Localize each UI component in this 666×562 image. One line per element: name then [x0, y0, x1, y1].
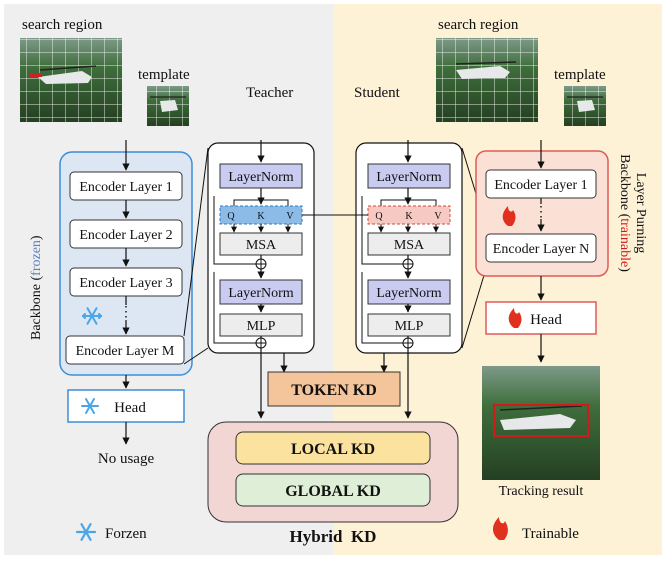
- svg-text:MLP: MLP: [395, 319, 424, 334]
- left-search-region-image: [20, 38, 122, 122]
- encoder-layer-m: Encoder Layer M: [65, 335, 185, 365]
- svg-text:K: K: [257, 211, 265, 222]
- svg-text:Encoder Layer 3: Encoder Layer 3: [79, 276, 172, 291]
- teacher-add-1: [255, 258, 267, 270]
- trainable-legend-label: Trainable: [522, 526, 579, 542]
- teacher-add-2: [255, 337, 267, 349]
- student-add-1: [402, 258, 414, 270]
- svg-text:Encoder Layer 1: Encoder Layer 1: [494, 178, 587, 193]
- snowflake-icon: [75, 523, 97, 541]
- student-mlp: MLP: [367, 313, 451, 337]
- frozen-legend-label: Forzen: [105, 526, 147, 542]
- svg-text:LayerNorm: LayerNorm: [228, 286, 293, 301]
- student-qkv: Q K V: [367, 205, 451, 225]
- svg-text:K: K: [405, 211, 413, 222]
- encoder-layer-first: Encoder Layer 1: [485, 169, 597, 199]
- student-layernorm-2: LayerNorm: [367, 279, 451, 305]
- teacher-label: Teacher: [246, 85, 293, 101]
- flame-icon: [492, 517, 508, 540]
- teacher-msa: MSA: [219, 232, 303, 256]
- svg-text:Q: Q: [375, 211, 383, 222]
- svg-text:V: V: [434, 211, 442, 222]
- svg-text:V: V: [286, 211, 294, 222]
- snowflake-icon: [81, 398, 99, 414]
- teacher-qkv: Q K V: [219, 205, 303, 225]
- snowflake-icon: [82, 307, 102, 325]
- student-msa: MSA: [367, 232, 451, 256]
- left-ellipsis: ⋮: [119, 305, 133, 320]
- flame-icon: [502, 206, 516, 226]
- encoder-layer-3: Encoder Layer 3: [69, 267, 183, 297]
- student-layernorm-1: LayerNorm: [367, 163, 451, 189]
- tracking-result-label: Tracking result: [499, 484, 584, 499]
- global-kd-box: GLOBAL KD: [235, 473, 431, 507]
- svg-text:LOCAL KD: LOCAL KD: [291, 441, 375, 458]
- right-ellipsis: ⋮: [534, 205, 548, 220]
- right-template-image: [564, 86, 606, 126]
- left-search-region-label: search region: [22, 17, 103, 33]
- local-kd-box: LOCAL KD: [235, 431, 431, 465]
- svg-text:Head: Head: [530, 312, 562, 328]
- svg-text:MSA: MSA: [394, 238, 425, 253]
- no-usage-label: No usage: [98, 451, 155, 467]
- right-search-region-image: [436, 38, 538, 122]
- tracking-result-image: [482, 366, 600, 480]
- left-template-label: template: [138, 67, 190, 83]
- teacher-layernorm-2: LayerNorm: [219, 279, 303, 305]
- svg-text:LayerNorm: LayerNorm: [376, 286, 441, 301]
- svg-text:LayerNorm: LayerNorm: [376, 170, 441, 185]
- svg-text:LayerNorm: LayerNorm: [228, 170, 293, 185]
- right-search-region-label: search region: [438, 17, 519, 33]
- token-kd-box: TOKEN KD: [267, 371, 401, 407]
- hybrid-kd-label: Hybrid KD: [290, 527, 377, 546]
- teacher-mlp: MLP: [219, 313, 303, 337]
- svg-text:Q: Q: [227, 211, 235, 222]
- svg-text:Encoder Layer N: Encoder Layer N: [493, 242, 589, 257]
- right-backbone-label-line2: Backbone (trainable): [617, 154, 632, 272]
- encoder-layer-1: Encoder Layer 1: [69, 171, 183, 201]
- svg-text:Encoder Layer M: Encoder Layer M: [76, 344, 175, 359]
- teacher-layernorm-1: LayerNorm: [219, 163, 303, 189]
- svg-text:Encoder Layer 1: Encoder Layer 1: [79, 180, 172, 195]
- right-head: Head: [485, 301, 597, 335]
- svg-text:TOKEN KD: TOKEN KD: [291, 382, 377, 399]
- right-template-label: template: [554, 67, 606, 83]
- encoder-layer-2: Encoder Layer 2: [69, 219, 183, 249]
- svg-text:MSA: MSA: [246, 238, 277, 253]
- student-label: Student: [354, 85, 401, 101]
- left-template-image: [147, 86, 189, 126]
- student-add-2: [402, 337, 414, 349]
- svg-text:Head: Head: [114, 400, 146, 416]
- encoder-layer-n: Encoder Layer N: [485, 233, 597, 263]
- left-backbone-label: Backbone (frozen): [29, 235, 44, 340]
- svg-text:GLOBAL KD: GLOBAL KD: [285, 483, 381, 500]
- svg-text:MLP: MLP: [247, 319, 276, 334]
- right-backbone-label-line1: Layer Purning: [633, 173, 648, 253]
- left-head: Head: [67, 389, 185, 423]
- svg-text:Encoder Layer 2: Encoder Layer 2: [79, 228, 172, 243]
